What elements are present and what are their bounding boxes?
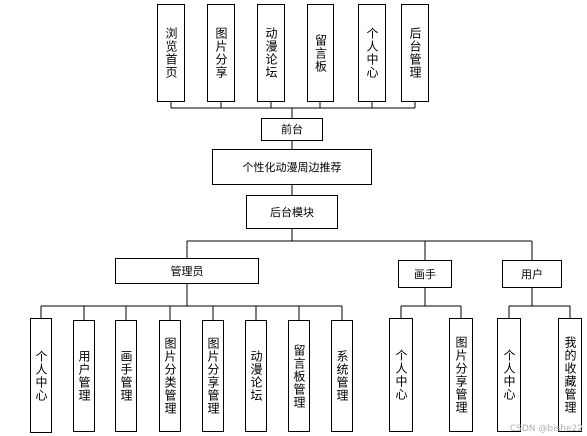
watermark: CSDN @bishe22 (509, 424, 583, 434)
backend-node: 后台模块 (246, 195, 338, 229)
artist-module-label: 图片分享管理 (454, 336, 468, 414)
artist-module-label: 个人中心 (394, 349, 408, 401)
admin-module-label: 留言板管理 (292, 343, 306, 409)
artist-module-box: 图片分享管理 (449, 318, 473, 432)
user-module-label: 个人中心 (502, 349, 516, 401)
role-admin-label: 管理员 (170, 264, 204, 278)
admin-module-box: 个人中心 (30, 318, 52, 433)
admin-module-label: 系统管理 (335, 350, 349, 402)
frontend-node: 前台 (261, 118, 323, 141)
front-module-box: 图片分享 (207, 4, 235, 102)
user-module-box: 我的收藏管理 (558, 318, 582, 432)
artist-module-box: 个人中心 (389, 318, 413, 432)
role-artist-label: 画手 (414, 267, 436, 281)
connector-lines (40, 102, 571, 320)
front-module-box: 留言板 (307, 4, 334, 102)
admin-module-box: 系统管理 (331, 320, 353, 432)
front-module-label: 后台管理 (408, 27, 422, 79)
admin-module-label: 个人中心 (34, 349, 48, 402)
frontend-label: 前台 (281, 123, 303, 136)
admin-module-label: 动漫论坛 (249, 350, 263, 402)
recommend-label: 个性化动漫周边推荐 (242, 160, 342, 174)
user-module-label: 我的收藏管理 (563, 336, 577, 414)
backend-label: 后台模块 (270, 205, 314, 219)
recommend-node: 个性化动漫周边推荐 (212, 149, 372, 185)
front-module-box: 动漫论坛 (257, 4, 285, 102)
front-module-box: 浏览首页 (157, 4, 185, 102)
role-artist-node: 画手 (398, 260, 452, 288)
front-module-box: 个人中心 (358, 4, 386, 102)
role-user-label: 用户 (521, 267, 543, 281)
admin-module-box: 用户管理 (73, 320, 95, 432)
role-user-node: 用户 (502, 260, 562, 288)
front-module-label: 图片分享 (214, 27, 228, 79)
admin-module-label: 画手管理 (119, 350, 133, 402)
admin-module-box: 画手管理 (115, 320, 137, 432)
role-admin-node: 管理员 (115, 258, 259, 284)
front-module-label: 留言板 (313, 33, 328, 73)
admin-module-box: 动漫论坛 (245, 320, 267, 432)
front-module-label: 动漫论坛 (264, 27, 278, 79)
admin-module-box: 图片分类管理 (159, 320, 181, 432)
admin-module-label: 图片分类管理 (163, 337, 177, 415)
user-module-box: 个人中心 (497, 318, 521, 432)
admin-module-label: 图片分享管理 (206, 337, 220, 415)
admin-module-label: 用户管理 (77, 350, 91, 402)
front-module-label: 个人中心 (365, 27, 379, 79)
front-module-box: 后台管理 (401, 4, 429, 102)
admin-module-box: 留言板管理 (288, 320, 310, 432)
admin-module-box: 图片分享管理 (202, 320, 224, 432)
front-module-label: 浏览首页 (164, 27, 178, 79)
